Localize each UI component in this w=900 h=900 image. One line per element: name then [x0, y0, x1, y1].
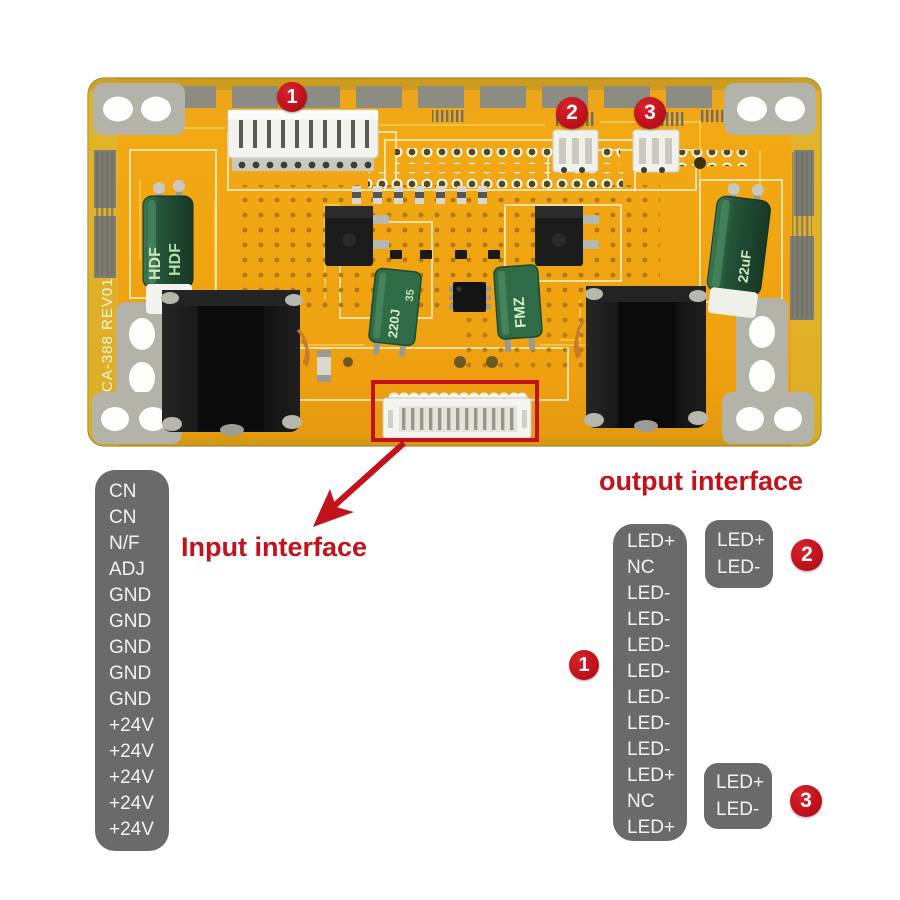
board-badge-2: 2	[556, 97, 588, 129]
legend-badge-1: 1	[569, 650, 599, 680]
output1-pin: LED-	[627, 687, 671, 708]
filmcap-220j: 220J 35	[368, 267, 422, 358]
input-pin: GND	[109, 585, 152, 606]
output1-pin: LED-	[627, 713, 671, 734]
mounting-pads	[92, 83, 816, 444]
output2-pin: LED-	[717, 557, 761, 578]
input-pin: CN	[109, 481, 137, 502]
board-model-text: CA-388 REV01	[99, 277, 116, 392]
output3-pin: LED+	[716, 772, 765, 793]
output1-pin: LED+	[627, 817, 676, 838]
input-pin: +24V	[109, 767, 154, 788]
input-pin: +24V	[109, 741, 154, 762]
main-output-connector	[382, 392, 532, 439]
edge-footprints	[94, 150, 814, 320]
output3-pin-list: LED+ LED-	[704, 763, 772, 829]
filmcap-fmz-label: FMZ	[511, 296, 530, 328]
filmcap-220j-sub: 35	[404, 289, 417, 302]
red-arrow	[313, 440, 407, 527]
hole-row-3	[672, 150, 750, 166]
capacitor-22uf: 22uF	[706, 182, 771, 319]
output2-pin: LED+	[717, 530, 766, 551]
output2-pin-list: LED+ LED-	[705, 520, 773, 588]
transformer-right	[573, 286, 708, 432]
output1-pin: NC	[627, 791, 655, 812]
board-badge-1: 1	[277, 82, 307, 112]
output1-pin-list: LED+ NC LED- LED- LED- LED- LED- LED- LE…	[613, 524, 687, 841]
input-pin: GND	[109, 637, 152, 658]
input-pin-list: CN CN N/F ADJ GND GND GND GND GND +24V +…	[95, 470, 169, 851]
highlight-rectangle	[371, 380, 539, 442]
capacitor-22uf-label: 22uF	[734, 249, 754, 284]
misc-parts	[317, 157, 706, 382]
capacitor-hdf-label-2: HDF	[167, 243, 184, 276]
input-connector	[227, 109, 379, 171]
output1-pin: NC	[627, 557, 655, 578]
dpak-transistor-right	[535, 206, 599, 266]
pcb-board: HDF HDF 22uF	[87, 77, 822, 447]
transformer-left	[161, 290, 310, 436]
output-connector-3	[632, 129, 680, 173]
input-interface-title: Input interface	[181, 532, 368, 562]
output1-pin: LED-	[627, 739, 671, 760]
input-pin: ADJ	[109, 559, 145, 580]
input-pin: +24V	[109, 793, 154, 814]
output1-pin: LED-	[627, 583, 671, 604]
legend-badge-2: 2	[791, 539, 823, 571]
legend-badge-3: 3	[790, 785, 822, 817]
output1-pin: LED-	[627, 661, 671, 682]
input-pin: N/F	[109, 533, 140, 554]
output1-pin: LED-	[627, 609, 671, 630]
capacitor-hdf-label: HDF	[147, 247, 164, 280]
filmcap-fmz: FMZ	[493, 264, 543, 352]
board-badge-3: 3	[634, 97, 666, 129]
input-pin: +24V	[109, 715, 154, 736]
input-pin: GND	[109, 689, 152, 710]
output3-pin: LED-	[716, 799, 760, 820]
input-pin: +24V	[109, 819, 154, 840]
output-connector-2	[552, 129, 599, 173]
soic-ic	[449, 282, 491, 312]
input-pin: GND	[109, 611, 152, 632]
output1-pin: LED+	[627, 765, 676, 786]
input-pin: GND	[109, 663, 152, 684]
output-interface-title: output interface	[599, 466, 804, 496]
hole-row-2	[368, 172, 623, 188]
output1-pin: LED-	[627, 635, 671, 656]
output1-pin: LED+	[627, 531, 676, 552]
dpak-transistor-left	[325, 206, 389, 266]
filmcap-220j-label: 220J	[385, 308, 403, 338]
input-pin: CN	[109, 507, 137, 528]
